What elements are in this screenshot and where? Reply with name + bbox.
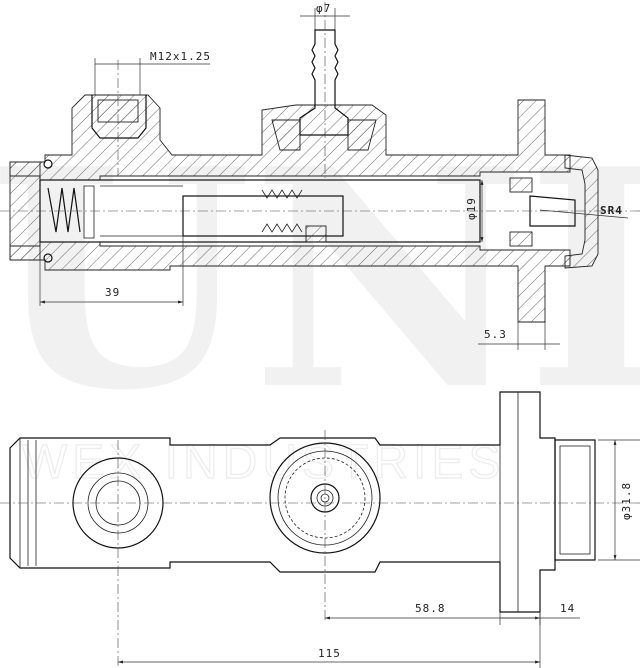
dim-sphere-radius: SR4 bbox=[600, 204, 623, 217]
rear-seal-bottom bbox=[509, 231, 533, 247]
watermark-company: WEX INDUSTRIES bbox=[22, 436, 505, 489]
section-dimensions: φ7 M12x1.25 φ19 SR4 39 5.3 bbox=[39, 2, 629, 350]
dim-bore-diameter: φ19 bbox=[465, 197, 478, 220]
dim-port-offset: 58.8 bbox=[415, 602, 446, 615]
dim-outer-diameter: φ31.8 bbox=[620, 482, 633, 520]
dim-inlet-diameter: φ7 bbox=[316, 2, 331, 15]
body-exterior bbox=[9, 391, 556, 613]
return-spring bbox=[47, 187, 81, 233]
section-view bbox=[0, 2, 640, 323]
reservoir-boss bbox=[271, 119, 377, 151]
exterior-view bbox=[0, 391, 640, 668]
piston-seal bbox=[305, 225, 327, 243]
rear-cap bbox=[564, 154, 599, 269]
dim-left-length: 39 bbox=[105, 286, 120, 299]
piston bbox=[182, 195, 344, 237]
dim-thread: M12x1.25 bbox=[150, 50, 211, 63]
outlet-port bbox=[91, 95, 147, 139]
pushrod-seat bbox=[529, 195, 576, 227]
dim-flange-width: 14 bbox=[560, 602, 575, 615]
dim-overall-length: 115 bbox=[318, 647, 341, 660]
inlet-tube bbox=[299, 29, 349, 136]
dim-flange-thickness: 5.3 bbox=[484, 328, 507, 341]
rear-cap-exterior bbox=[554, 439, 596, 561]
check-spring bbox=[261, 189, 303, 233]
rear-seal-top bbox=[509, 177, 533, 193]
exterior-dimensions: φ31.8 58.8 14 115 bbox=[118, 439, 640, 668]
